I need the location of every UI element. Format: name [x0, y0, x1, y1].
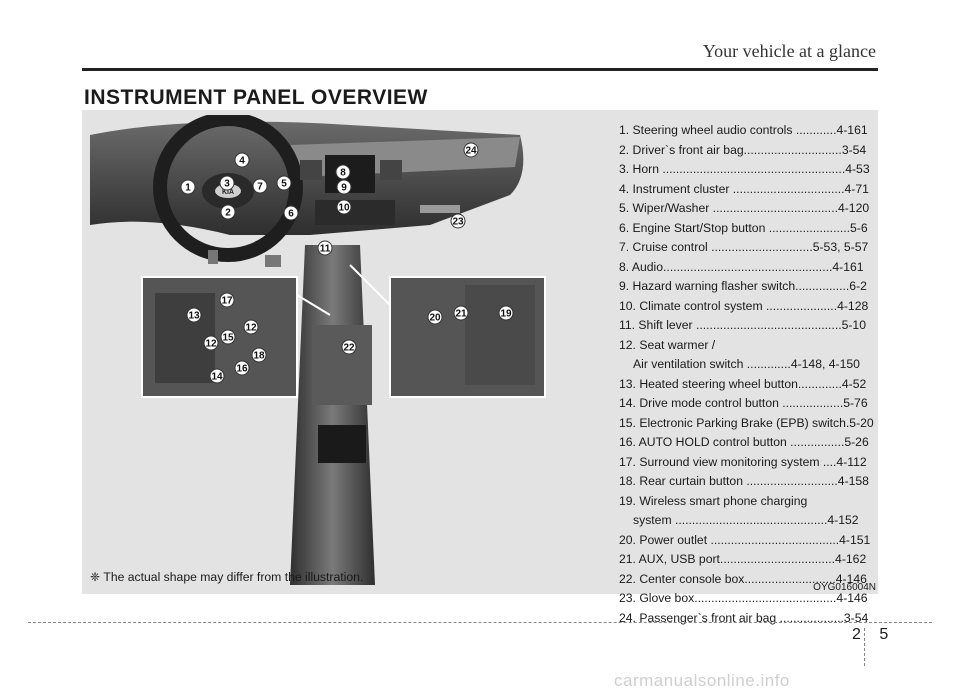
svg-text:7: 7 [257, 182, 263, 193]
callout-14: 14 [209, 368, 225, 384]
list-item: 11. Shift lever ........................… [619, 318, 866, 332]
svg-text:16: 16 [236, 364, 248, 375]
callout-5: 5 [276, 175, 292, 191]
list-item: 23. Glove box...........................… [619, 591, 868, 605]
list-item: 2. Driver`s front air bag...............… [619, 142, 867, 157]
page-number-value: 5 [879, 626, 889, 643]
chapter-number: 2 [852, 626, 861, 643]
component-list: 1. Steering wheel audio controls .......… [619, 121, 879, 628]
callout-9: 9 [336, 179, 352, 195]
svg-text:12: 12 [205, 339, 217, 350]
callout-2: 2 [220, 204, 236, 220]
illustration-note: ❈ The actual shape may differ from the i… [90, 570, 364, 584]
list-item: 3. Horn ................................… [619, 162, 870, 176]
list-item: 15. Electronic Parking Brake (EPB) switc… [619, 415, 874, 430]
svg-text:22: 22 [343, 343, 355, 354]
list-item: 8. Audio................................… [619, 259, 864, 274]
svg-text:15: 15 [222, 333, 234, 344]
list-item: 18. Rear curtain button ................… [619, 474, 869, 488]
list-item: 9. Hazard warning flasher switch........… [619, 279, 867, 293]
callout-10: 10 [336, 199, 352, 215]
callout-6: 6 [283, 205, 299, 221]
list-item-continuation: system .................................… [633, 513, 859, 527]
svg-text:13: 13 [188, 311, 200, 322]
svg-text:18: 18 [253, 351, 265, 362]
page-heading: INSTRUMENT PANEL OVERVIEW [84, 86, 428, 109]
list-item: 17. Surround view monitoring system ....… [619, 454, 867, 469]
callout-17: 17 [219, 292, 235, 308]
list-item-continuation: Air ventilation switch .............4-14… [633, 357, 860, 371]
footer-rule [28, 622, 932, 623]
list-item: 13. Heated steering wheel button........… [619, 376, 867, 391]
list-item: 16. AUTO HOLD control button ...........… [619, 435, 869, 449]
svg-text:5: 5 [281, 179, 287, 190]
svg-text:8: 8 [340, 168, 346, 179]
watermark: carmanualsonline.info [614, 671, 790, 690]
callout-8: 8 [335, 164, 351, 180]
section-title: Your vehicle at a glance [702, 41, 876, 61]
callout-12b: 12 [203, 335, 219, 351]
svg-text:1: 1 [185, 183, 191, 194]
callout-7: 7 [252, 178, 268, 194]
svg-text:23: 23 [452, 217, 464, 228]
callout-19: 19 [498, 305, 514, 321]
callout-13: 13 [186, 307, 202, 323]
list-item: 12. Seat warmer / [619, 337, 716, 352]
callout-3: 3 [219, 175, 235, 191]
list-item: 24. Passenger`s front air bag ..........… [619, 610, 869, 625]
callout-21: 21 [453, 305, 469, 321]
list-item: 7. Cruise control ......................… [619, 240, 869, 254]
list-item: 22. Center console box..................… [619, 571, 867, 586]
list-item: 5. Wiper/Washer ........................… [619, 201, 870, 215]
instrument-panel-illustration: KIA 1 2 3 4 5 6 7 8 9 10 11 12 12 13 14 … [90, 115, 546, 585]
callout-1: 1 [180, 179, 196, 195]
svg-text:10: 10 [338, 203, 350, 214]
svg-text:6: 6 [288, 209, 294, 220]
callout-4: 4 [234, 152, 250, 168]
svg-text:9: 9 [341, 183, 347, 194]
svg-text:11: 11 [320, 244, 331, 255]
list-item: 21. AUX, USB port.......................… [619, 552, 867, 566]
list-item: 1. Steering wheel audio controls .......… [619, 123, 868, 137]
svg-text:17: 17 [221, 296, 233, 307]
svg-text:19: 19 [500, 309, 512, 320]
callout-23: 23 [450, 213, 466, 229]
list-item: 4. Instrument cluster ..................… [619, 181, 869, 196]
illustration-code: OYG016004N [813, 582, 876, 593]
callout-18: 18 [251, 347, 267, 363]
svg-text:12: 12 [245, 323, 257, 334]
svg-text:14: 14 [211, 372, 223, 383]
callout-12a: 12 [243, 319, 259, 335]
list-item: 14. Drive mode control button ..........… [619, 396, 868, 410]
callout-24: 24 [463, 142, 479, 158]
list-item: 6. Engine Start/Stop button ............… [619, 220, 868, 235]
callout-15: 15 [220, 329, 236, 345]
svg-text:20: 20 [429, 313, 441, 324]
svg-text:4: 4 [239, 156, 245, 167]
callout-11: 11 [317, 240, 333, 256]
list-item: 19. Wireless smart phone charging [619, 493, 808, 508]
callout-20: 20 [427, 309, 443, 325]
page-number: 2 5 [852, 626, 888, 644]
svg-text:2: 2 [225, 208, 231, 219]
svg-text:3: 3 [224, 179, 230, 190]
list-item: 20. Power outlet .......................… [619, 532, 871, 547]
header-rule [82, 68, 878, 71]
list-item: 10. Climate control system .............… [619, 298, 869, 313]
page-number-separator [864, 628, 865, 666]
svg-text:24: 24 [465, 146, 477, 157]
kia-logo: KIA [222, 189, 234, 196]
callout-22: 22 [341, 339, 357, 355]
callout-16: 16 [234, 360, 250, 376]
svg-text:21: 21 [455, 309, 467, 320]
